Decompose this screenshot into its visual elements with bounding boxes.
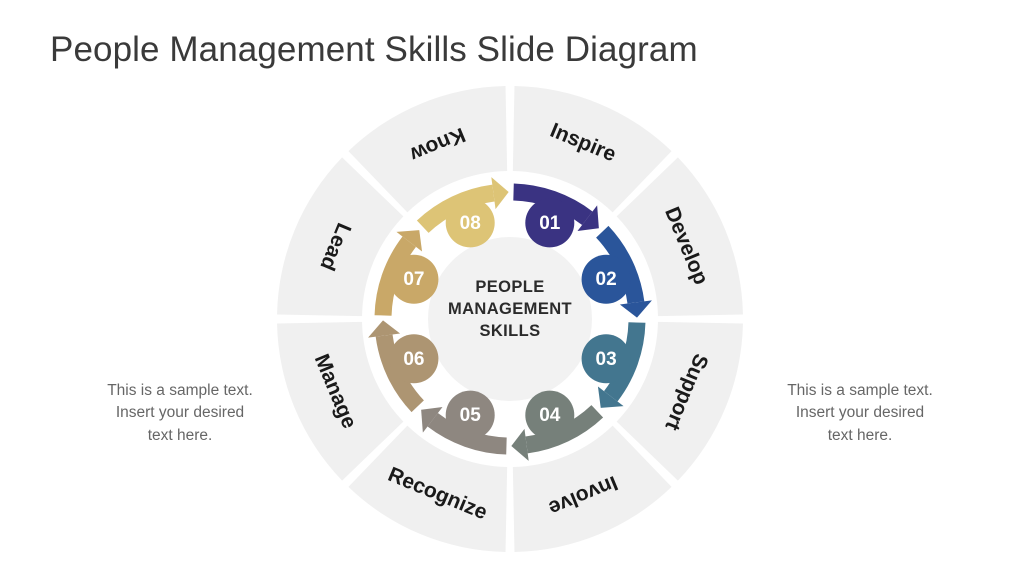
- number-badge-05[interactable]: 05: [445, 390, 495, 440]
- arrow-head-04: [511, 428, 529, 461]
- number-badge-08[interactable]: 08: [445, 198, 495, 248]
- number-badge-text-01: 01: [539, 213, 561, 234]
- sample-text-right-line-1: This is a sample text.: [787, 382, 933, 399]
- inner-disc: [428, 237, 592, 401]
- number-badge-text-08: 08: [460, 213, 481, 234]
- sample-text-right-line-3: text here.: [827, 426, 893, 444]
- number-badge-circle-04: [525, 390, 575, 440]
- arrow-head-05: [421, 406, 443, 433]
- wedge-know[interactable]: [348, 86, 508, 213]
- page-title: People Management Skills Slide Diagram: [50, 30, 698, 69]
- number-badge-03[interactable]: 03: [581, 334, 631, 384]
- number-badge-07[interactable]: 07: [389, 254, 439, 304]
- sample-text-right-line-2: Insert your desired: [795, 404, 925, 422]
- center-label-line-3: SKILLS: [479, 322, 540, 340]
- arrow-head-07: [396, 230, 423, 252]
- number-badge-text-03: 03: [596, 349, 617, 370]
- number-badge-circle-08: [445, 198, 495, 248]
- number-badge-circle-03: [581, 334, 631, 384]
- wedge-inspire[interactable]: [512, 86, 672, 213]
- number-badge-circle-06: [389, 334, 439, 384]
- center-label: PEOPLE MANAGEMENT SKILLS: [448, 278, 572, 340]
- sample-text-right: This is a sample text. Insert your desir…: [755, 380, 965, 447]
- wedge-recognize[interactable]: [348, 425, 508, 552]
- number-badge-circle-02: [581, 254, 631, 304]
- wedge-manage[interactable]: [277, 321, 404, 481]
- number-badge-text-06: 06: [403, 349, 424, 370]
- center-label-line-2: MANAGEMENT: [448, 300, 572, 318]
- number-badge-text-05: 05: [460, 405, 482, 426]
- number-badge-circle-07: [389, 254, 439, 304]
- sample-text-left-line-1: This is a sample text.: [107, 382, 253, 399]
- number-badge-02[interactable]: 02: [581, 254, 631, 304]
- center-label-line-1: PEOPLE: [475, 278, 544, 296]
- arrow-head-06: [368, 320, 401, 338]
- number-badge-text-04: 04: [539, 405, 561, 426]
- sample-text-left-line-2: Insert your desired: [115, 404, 245, 422]
- wedge-develop[interactable]: [616, 157, 743, 317]
- number-badge-text-07: 07: [403, 269, 424, 290]
- number-badge-04[interactable]: 04: [525, 390, 575, 440]
- number-badge-06[interactable]: 06: [389, 334, 439, 384]
- sample-text-left: This is a sample text. Insert your desir…: [75, 380, 285, 447]
- sample-text-left-line-3: text here.: [147, 426, 213, 444]
- arrow-head-01: [577, 205, 599, 232]
- number-badge-text-02: 02: [596, 269, 617, 290]
- wedge-lead[interactable]: [277, 157, 404, 317]
- wedge-involve[interactable]: [512, 425, 672, 552]
- arrow-head-08: [491, 177, 509, 210]
- wedge-support[interactable]: [616, 321, 743, 481]
- number-badge-circle-05: [445, 390, 495, 440]
- number-badge-circle-01: [525, 198, 575, 248]
- arrow-head-02: [619, 300, 652, 318]
- number-badge-01[interactable]: 01: [525, 198, 575, 248]
- number-badges: 01 02 03 04 05 06 07 08: [389, 198, 631, 440]
- arrow-head-03: [597, 386, 624, 408]
- outer-wedge-ring: [277, 86, 743, 552]
